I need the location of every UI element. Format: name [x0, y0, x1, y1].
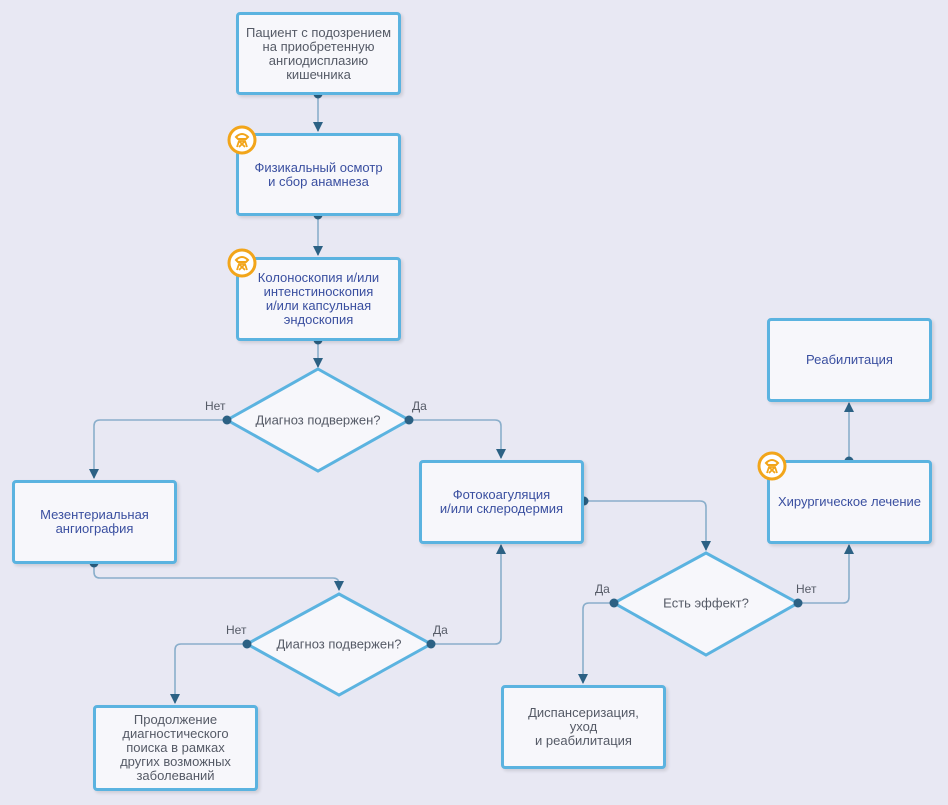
connector-diag2-no — [170, 643, 247, 704]
port-dot — [793, 598, 803, 608]
connector-diag2-yes — [431, 544, 506, 645]
edge-label-diag1-no: Нет — [205, 399, 226, 413]
port-dot — [222, 415, 232, 425]
node-start[interactable]: Пациент с подозрением на приобретенную а… — [236, 12, 401, 95]
node-angiography[interactable]: Мезентериальная ангиография — [12, 480, 177, 564]
decision-label-diag1: Диагноз подвержен? — [255, 412, 381, 428]
node-dispensary[interactable]: Диспансеризация, уход и реабилитация — [501, 685, 666, 769]
port-dot — [242, 639, 252, 649]
edge-label-diag2-no: Нет — [226, 623, 247, 637]
decision-label-effect: Есть эффект? — [663, 595, 749, 611]
node-rehab[interactable]: Реабилитация — [767, 318, 932, 402]
port-dot — [609, 598, 619, 608]
node-exam[interactable]: Физикальный осмотр и сбор анамнеза — [236, 133, 401, 216]
connector-photocoag-effect — [584, 500, 711, 551]
decision-diamond-effect[interactable] — [610, 551, 802, 657]
edge-label-diag2-yes: Да — [433, 623, 448, 637]
port-dot — [426, 639, 436, 649]
decision-diamond-diag2[interactable] — [243, 592, 435, 697]
port-dot — [404, 415, 414, 425]
doctor-badge-icon — [227, 248, 257, 278]
edge-label-diag1-yes: Да — [412, 399, 427, 413]
doctor-badge-icon — [227, 125, 257, 155]
node-continue[interactable]: Продолжение диагностического поиска в ра… — [93, 705, 258, 791]
node-photocoag[interactable]: Фотокоагуляция и/или склеродермия — [419, 460, 584, 544]
edge-label-effect-no: Нет — [796, 582, 817, 596]
connector-angiography-diag2 — [93, 563, 344, 591]
node-surgery[interactable]: Хирургическое лечение — [767, 460, 932, 544]
connector-effect-no — [798, 544, 854, 604]
connector-diag1-yes — [409, 419, 506, 459]
connector-effect-yes — [578, 602, 614, 684]
connector-diag1-no — [89, 419, 227, 479]
doctor-badge-icon — [757, 451, 787, 481]
edge-label-effect-yes: Да — [595, 582, 610, 596]
decision-diamond-diag1[interactable] — [223, 367, 413, 473]
decision-label-diag2: Диагноз подвержен? — [276, 636, 402, 652]
node-endoscopy[interactable]: Колоноскопия и/или интенстиноскопия и/ил… — [236, 257, 401, 341]
